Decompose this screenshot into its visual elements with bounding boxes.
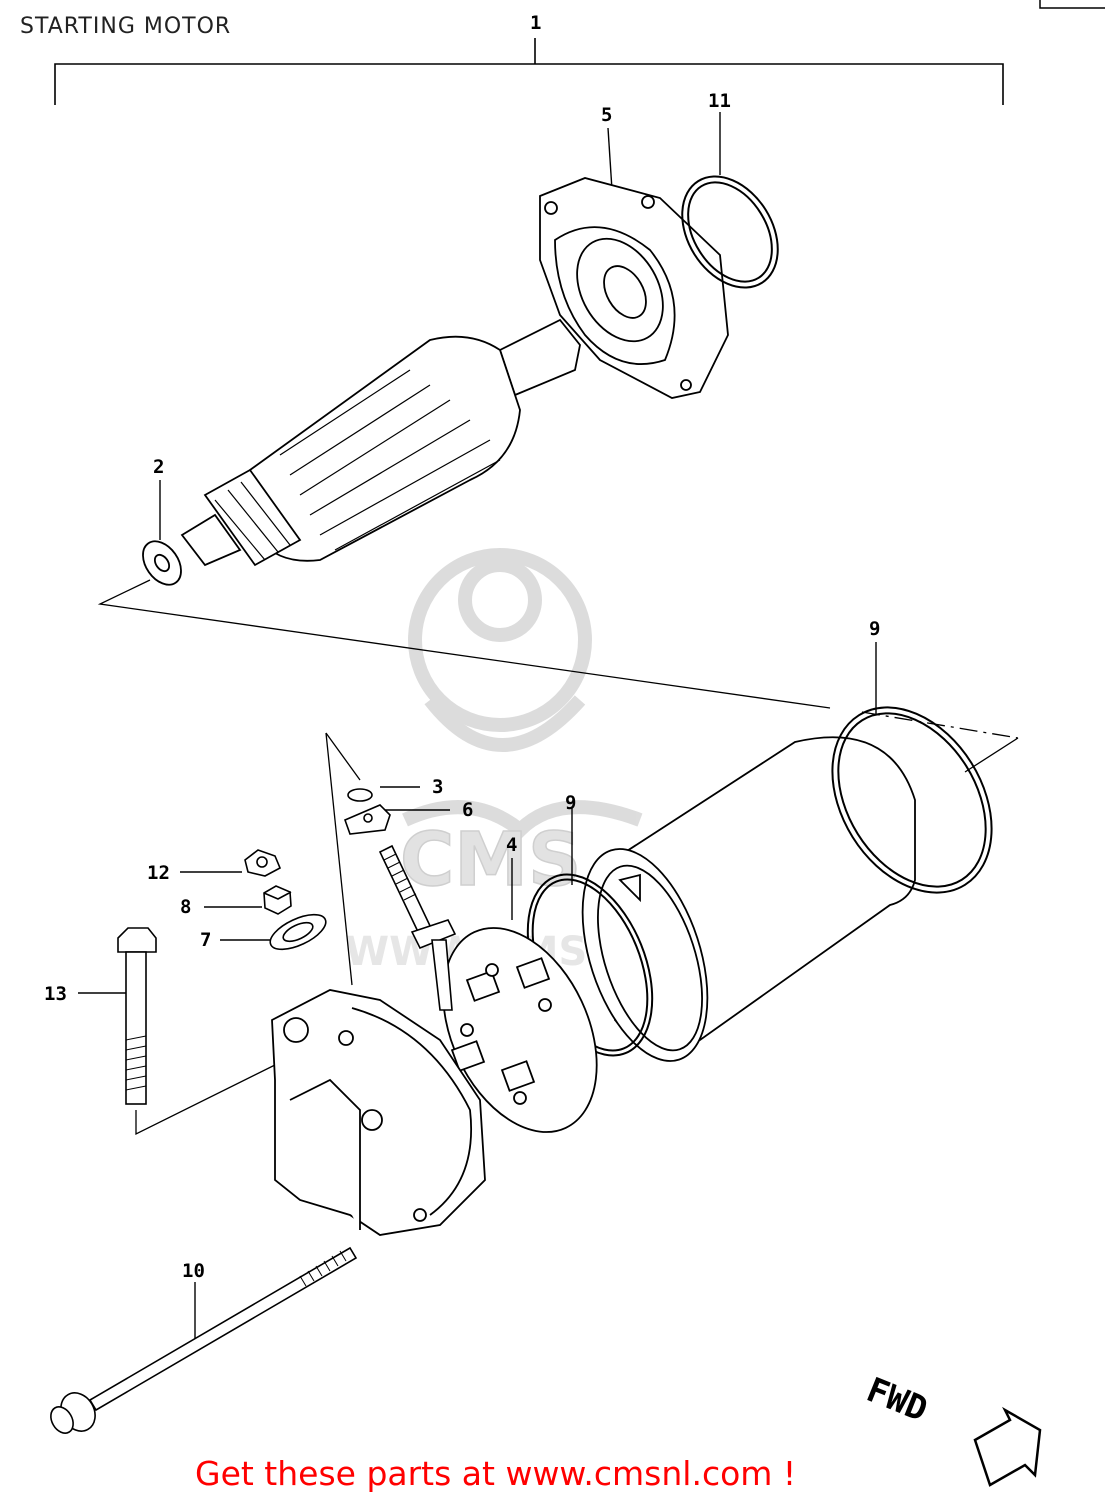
callout-9-lower: 9 bbox=[565, 792, 577, 814]
alignment-lines bbox=[97, 579, 1019, 1136]
terminal-washer bbox=[269, 913, 327, 951]
armature bbox=[180, 318, 581, 567]
callout-12: 12 bbox=[147, 862, 170, 884]
callout-4: 4 bbox=[506, 834, 518, 856]
o-ring bbox=[681, 175, 779, 289]
brush-holder bbox=[442, 927, 598, 1133]
thrust-washer bbox=[142, 540, 182, 586]
flange-nut bbox=[244, 849, 282, 877]
callout-8: 8 bbox=[180, 896, 192, 918]
callout-9-upper: 9 bbox=[869, 618, 881, 640]
callout-3: 3 bbox=[432, 776, 444, 798]
hex-nut bbox=[263, 885, 292, 915]
mounting-bolt bbox=[117, 927, 157, 1105]
rear-end-cover bbox=[271, 989, 486, 1236]
terminal-insulator bbox=[343, 804, 391, 835]
front-bracket-housing bbox=[539, 177, 729, 399]
frame-corner bbox=[1039, 0, 1105, 9]
callout-10: 10 bbox=[182, 1260, 205, 1282]
callout-1: 1 bbox=[530, 12, 542, 34]
watermark-brand: CMS bbox=[400, 817, 581, 903]
callout-7: 7 bbox=[200, 929, 212, 951]
through-bolt bbox=[50, 1246, 358, 1434]
leader-lines bbox=[78, 112, 877, 1342]
callout-2: 2 bbox=[153, 456, 165, 478]
small-o-ring bbox=[347, 788, 373, 802]
get-parts-link[interactable]: Get these parts at www.cmsnl.com ! bbox=[195, 1454, 797, 1493]
callout-13: 13 bbox=[44, 983, 67, 1005]
watermark-logo bbox=[402, 548, 643, 840]
callout-6: 6 bbox=[462, 799, 474, 821]
assembly-bracket bbox=[54, 38, 1004, 105]
terminal-bolt bbox=[378, 844, 457, 1011]
callout-11: 11 bbox=[708, 90, 731, 112]
callout-5: 5 bbox=[601, 104, 613, 126]
fwd-arrow-icon bbox=[973, 1406, 1042, 1487]
page-title: STARTING MOTOR bbox=[20, 14, 232, 39]
